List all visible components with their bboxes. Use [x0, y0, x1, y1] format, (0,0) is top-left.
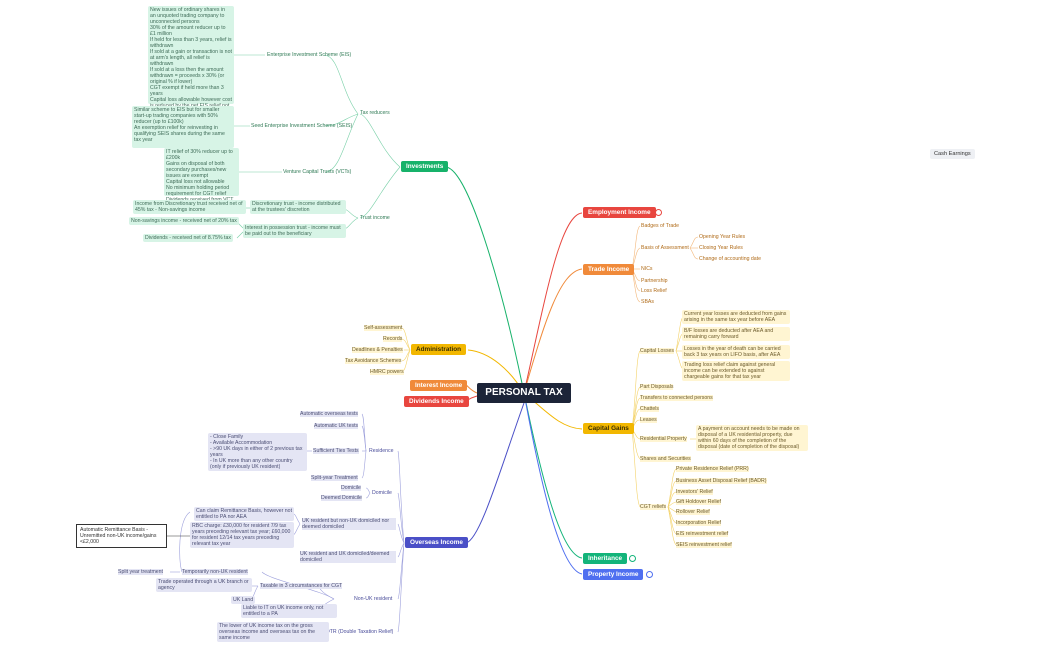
relief-badr[interactable]: Business Asset Disposal Relief (BADR) [676, 478, 767, 484]
relief-seis-reinvestment[interactable]: SEIS reinvestment relief [676, 542, 732, 548]
domicile-domicile[interactable]: Domicile [341, 485, 361, 491]
subtopic-badges-of-trade[interactable]: Badges of Trade [641, 223, 680, 229]
subtopic-self-assessment[interactable]: Self-assessment [364, 325, 403, 331]
subtopic-capital-losses[interactable]: Capital Losses [640, 348, 675, 354]
topic-investments[interactable]: Investments [401, 161, 449, 172]
subtopic-loss-relief[interactable]: Loss Relief [641, 288, 667, 294]
test-sufficient-ties[interactable]: Sufficient Ties Tests [313, 448, 359, 454]
note-capital-loss-4: Trading loss relief claim against genera… [682, 361, 790, 381]
subtopic-discretionary-trust[interactable]: Discretionary trust - income distributed… [250, 200, 346, 214]
subtopic-tax-reducers[interactable]: Tax reducers [360, 110, 390, 116]
subtopic-split-year-treatment[interactable]: Split year treatment [118, 569, 163, 575]
central-topic[interactable]: PERSONAL TAX [477, 383, 571, 403]
note-icon[interactable] [646, 571, 653, 578]
subtopic-interest-in-possession[interactable]: Interest in possession trust - income mu… [243, 224, 346, 238]
subtopic-non-uk-resident[interactable]: Non-UK resident [354, 596, 393, 602]
note-liable-it: Liable to IT on UK income only, not enti… [241, 604, 337, 618]
note-iip-dividends: Dividends - received net of 8.75% tax [143, 234, 233, 242]
relief-incorporation[interactable]: Incorporation Relief [676, 520, 721, 526]
note-discretionary-trust: Income from Discretionary trust received… [133, 200, 246, 214]
note-rbc-charge: RBC charge: £30,000 for resident 7/9 tax… [190, 522, 294, 548]
topic-interest-income[interactable]: Interest Income [410, 380, 468, 391]
topic-administration[interactable]: Administration [411, 344, 467, 355]
note-uk-land: UK Land [231, 596, 256, 604]
employment-label: Employment Income [588, 209, 651, 216]
topic-property-income[interactable]: Property Income [583, 569, 644, 580]
subtopic-temporarily-non-uk[interactable]: Temporarily non-UK resident [182, 569, 248, 575]
relief-prr[interactable]: Private Residence Relief (PRR) [676, 466, 749, 472]
domicile-deemed[interactable]: Deemed Domicile [321, 495, 362, 501]
subtopic-hmrc-powers[interactable]: HMRC powers [370, 369, 404, 375]
subtopic-trust-income[interactable]: Trust income [360, 215, 390, 221]
floating-topic-cash-earnings[interactable]: Cash Earnings [930, 149, 975, 159]
subtopic-basis-of-assessment[interactable]: Basis of Assessment [641, 245, 689, 251]
subtopic-taxable-cgt[interactable]: Taxable in 3 circumstances for CGT [260, 583, 343, 589]
relief-rollover[interactable]: Rollover Relief [676, 509, 710, 515]
subtopic-nics[interactable]: NICs [641, 266, 653, 272]
subtopic-part-disposals[interactable]: Part Disposals [640, 384, 674, 390]
note-vct: IT relief of 30% reducer up to £200k Gai… [164, 148, 239, 209]
note-capital-loss-1: Current year losses are deducted from ga… [682, 310, 790, 324]
note-seis: Similar scheme to EIS but for smaller st… [132, 106, 234, 148]
subtopic-residence[interactable]: Residence [369, 448, 394, 454]
subtopic-closing-year-rules[interactable]: Closing Year Rules [699, 245, 743, 251]
test-split-year[interactable]: Split-year Treatment [311, 475, 358, 481]
subtopic-opening-year-rules[interactable]: Opening Year Rules [699, 234, 746, 240]
test-automatic-overseas[interactable]: Automatic overseas tests [300, 411, 358, 417]
subtopic-chattels[interactable]: Chattels [640, 406, 660, 412]
note-remittance-basis: Can claim Remittance Basis, however not … [194, 507, 294, 521]
note-sufficient-ties: - Close Family - Available Accommodation… [208, 433, 307, 471]
relief-gift-holdover[interactable]: Gift Holdover Relief [676, 499, 721, 505]
subtopic-eis[interactable]: Enterprise Investment Scheme (EIS) [267, 52, 352, 58]
subtopic-uk-resident-domiciled[interactable]: UK resident and UK domiciled/deemed domi… [300, 551, 396, 563]
note-iip-non-savings: Non-savings income - received net of 20%… [129, 217, 239, 225]
subtopic-cgt-reliefs[interactable]: CGT reliefs [640, 504, 667, 510]
subtopic-deadlines-penalties[interactable]: Deadlines & Penalties [352, 347, 403, 353]
subtopic-transfers-connected[interactable]: Transfers to connected persons [640, 395, 713, 401]
topic-overseas-income[interactable]: Overseas Income [405, 537, 468, 548]
subtopic-shares-securities[interactable]: Shares and Securities [640, 456, 691, 462]
subtopic-records[interactable]: Records [383, 336, 403, 342]
subtopic-partnership[interactable]: Partnership [641, 278, 668, 284]
subtopic-change-accounting-date[interactable]: Change of accounting date [699, 256, 762, 262]
note-dtr: The lower of UK income tax on the gross … [217, 622, 329, 642]
outline-automatic-remittance-basis[interactable]: Automatic Remittance Basis - Unremitted … [76, 524, 167, 548]
note-residential-property: A payment on account needs to be made on… [696, 425, 808, 451]
relief-eis-reinvestment[interactable]: EIS reinvestment relief [676, 531, 729, 537]
subtopic-tax-avoidance[interactable]: Tax Avoidance Schemes [345, 358, 402, 364]
topic-capital-gains[interactable]: Capital Gains [583, 423, 634, 434]
subtopic-residential-property[interactable]: Residential Property [640, 436, 687, 442]
subtopic-vct[interactable]: Venture Capital Trusts (VCTs) [283, 169, 352, 175]
subtopic-leases[interactable]: Leases [640, 417, 657, 423]
note-eis: New issues of ordinary shares in an unqu… [148, 6, 234, 133]
topic-employment-income[interactable]: Employment Income [583, 207, 656, 218]
relief-investors[interactable]: Investors' Relief [676, 489, 713, 495]
topic-dividends-income[interactable]: Dividends Income [404, 396, 469, 407]
subtopic-seis[interactable]: Seed Enterprise Investment Scheme (SEIS) [251, 123, 353, 129]
subtopic-dtr[interactable]: DTR (Double Taxation Relief) [326, 629, 394, 635]
note-capital-loss-3: Losses in the year of death can be carri… [682, 345, 790, 359]
test-automatic-uk[interactable]: Automatic UK tests [314, 423, 359, 429]
note-icon[interactable] [629, 555, 636, 562]
topic-inheritance[interactable]: Inheritance [583, 553, 628, 564]
note-uk-branch: Trade operated through a UK branch or ag… [156, 578, 252, 592]
note-capital-loss-2: B/F losses are deducted after AEA and re… [682, 327, 790, 341]
subtopic-sbas[interactable]: SBAs [641, 299, 654, 305]
topic-trade-income[interactable]: Trade Income [583, 264, 635, 275]
subtopic-domicile[interactable]: Domicile [372, 490, 392, 496]
note-icon[interactable] [655, 209, 662, 216]
subtopic-uk-resident-non-dom[interactable]: UK resident but non-UK domiciled nor dee… [302, 518, 396, 530]
